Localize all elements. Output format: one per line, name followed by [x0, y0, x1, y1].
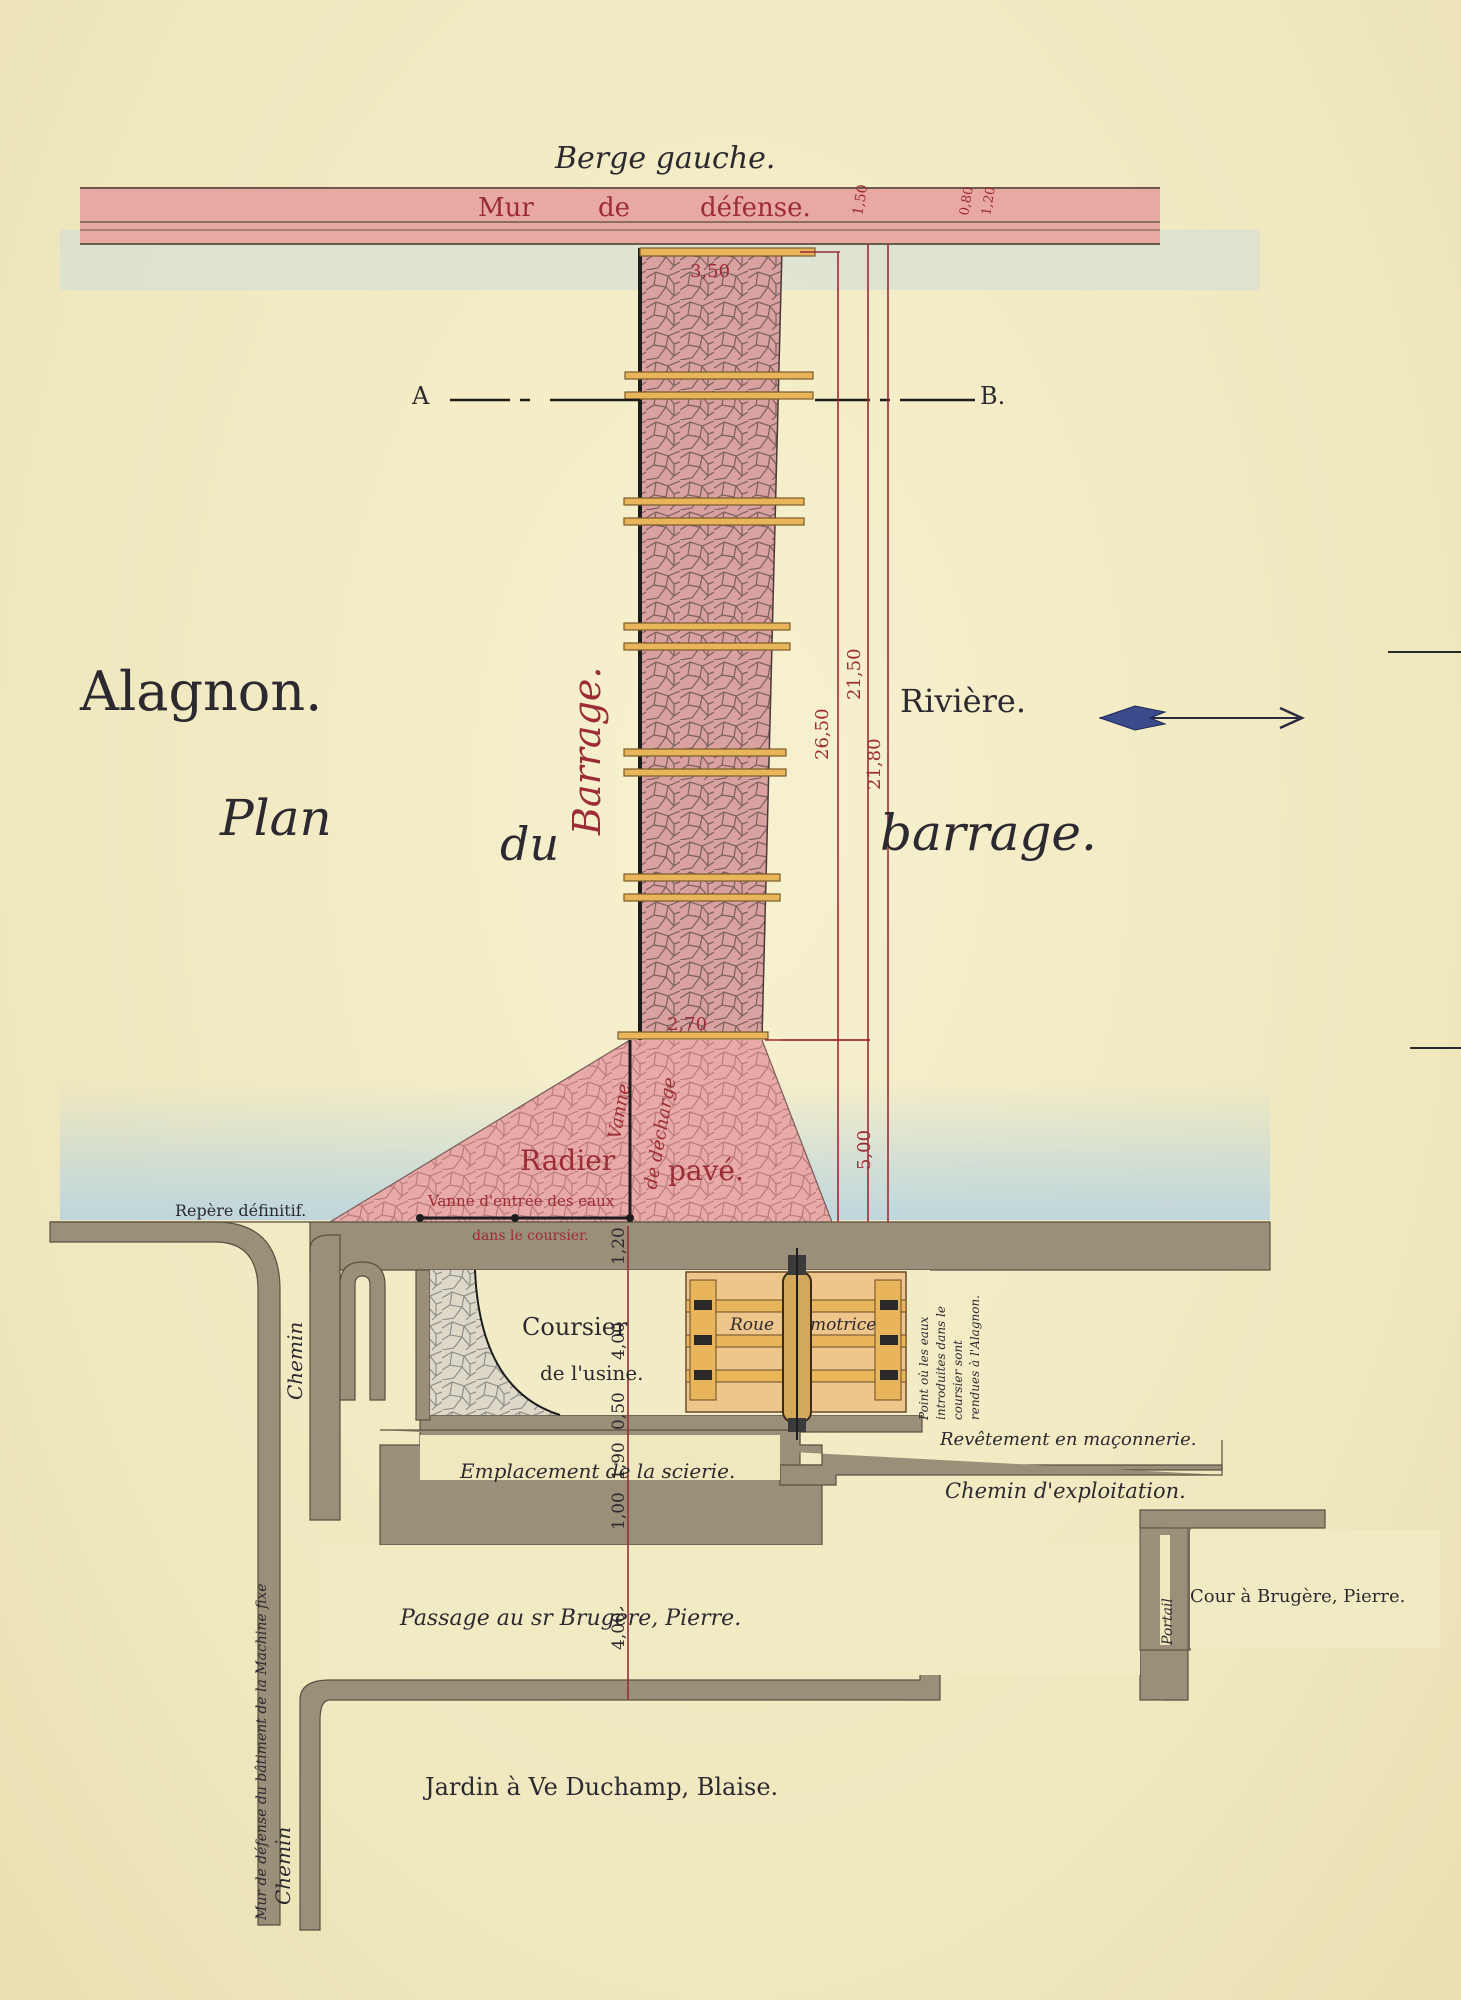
- wall-label-mur: Mur: [478, 193, 534, 223]
- dim-bottom-width: 2,70: [667, 1014, 707, 1035]
- dim-length-3: 21,80: [864, 738, 885, 790]
- svg-text:0,50: 0,50: [609, 1392, 629, 1430]
- repere-label: Repère définitif.: [175, 1201, 306, 1220]
- dim-apron: 5,00: [854, 1130, 875, 1170]
- riviere-label: Rivière.: [900, 682, 1026, 720]
- svg-text:Point où les eaux: Point où les eaux: [917, 1316, 931, 1421]
- river-title: Alagnon.: [79, 660, 322, 723]
- dim-wall-3: 1,20: [979, 186, 999, 217]
- pave-label: pavé.: [668, 1154, 744, 1187]
- svg-text:rendues à l'Alagnon.: rendues à l'Alagnon.: [968, 1295, 982, 1420]
- chemin-label-1: Chemin: [283, 1322, 307, 1400]
- motrice-label: motrice: [810, 1315, 876, 1335]
- passage-area: [320, 1545, 1140, 1675]
- section-a-label: A: [411, 382, 430, 410]
- water-wheel: [685, 1248, 907, 1440]
- svg-text:4,00: 4,00: [609, 1322, 629, 1360]
- roue-label: Roue: [729, 1315, 774, 1335]
- chemin-label-2: Chemin: [271, 1827, 295, 1905]
- jardin-label: Jardin à Ve Duchamp, Blaise.: [422, 1773, 778, 1801]
- coursier-label-1: Coursier: [522, 1313, 628, 1341]
- svg-text:1,90: 1,90: [609, 1442, 629, 1480]
- barrage-word: barrage.: [880, 804, 1097, 862]
- wall-label-de: de: [598, 193, 630, 223]
- vertical-dimensions: 1,20 4,00 0,50 1,90 1,00 4,00: [609, 1227, 629, 1650]
- svg-text:introduites dans le: introduites dans le: [934, 1306, 948, 1420]
- cour-area: [1190, 1530, 1440, 1648]
- radier-label: Radier: [520, 1144, 616, 1177]
- dimension-lines: [627, 244, 889, 1700]
- discharge-note: Point où les eaux introduites dans le co…: [917, 1295, 982, 1421]
- wall-label-defense: défense.: [700, 193, 811, 223]
- plan-word: Plan: [219, 789, 332, 847]
- timber-beams: [617, 247, 816, 1040]
- svg-text:4,00: 4,00: [609, 1612, 629, 1650]
- dim-wall-2: 0,80: [957, 186, 977, 217]
- revetement-label: Revêtement en maçonnerie.: [939, 1429, 1196, 1450]
- barrage-vertical-label: Barrage.: [565, 667, 609, 836]
- vanne-entree-label-1: Vanne d'entrée des eaux: [427, 1192, 615, 1210]
- dim-length-2: 21,50: [844, 648, 865, 700]
- du-word: du: [500, 817, 559, 871]
- coursier-label-2: de l'usine.: [540, 1361, 644, 1385]
- passage-label: Passage au sr Brugère, Pierre.: [399, 1606, 741, 1631]
- scierie-area: [420, 1435, 780, 1480]
- entry-sluice: [416, 1214, 634, 1222]
- svg-text:1,20: 1,20: [609, 1227, 629, 1265]
- vanne-entree-label-2: dans le coursier.: [472, 1228, 589, 1244]
- radier-pave: [329, 1039, 833, 1226]
- dim-length-1: 26,50: [812, 708, 833, 760]
- arrow-icon: [1098, 705, 1306, 731]
- portail-label: Portail: [1160, 1598, 1176, 1646]
- cour-label: Cour à Brugère, Pierre.: [1190, 1586, 1405, 1607]
- defense-wall: [80, 187, 1160, 245]
- svg-text:1,00: 1,00: [609, 1492, 629, 1530]
- dim-top-width: 3,50: [690, 261, 730, 282]
- scierie-label: Emplacement de la scierie.: [459, 1459, 735, 1483]
- dim-wall-1: 1,50: [850, 183, 871, 216]
- section-b-label: B.: [980, 382, 1005, 410]
- svg-text:coursier sont: coursier sont: [951, 1340, 965, 1420]
- berge-gauche-label: Berge gauche.: [554, 141, 775, 176]
- mur-defense-long-label: Mur de défense du bâtiment de la Machine…: [254, 1583, 270, 1921]
- chemin-exploitation-label: Chemin d'exploitation.: [945, 1479, 1186, 1503]
